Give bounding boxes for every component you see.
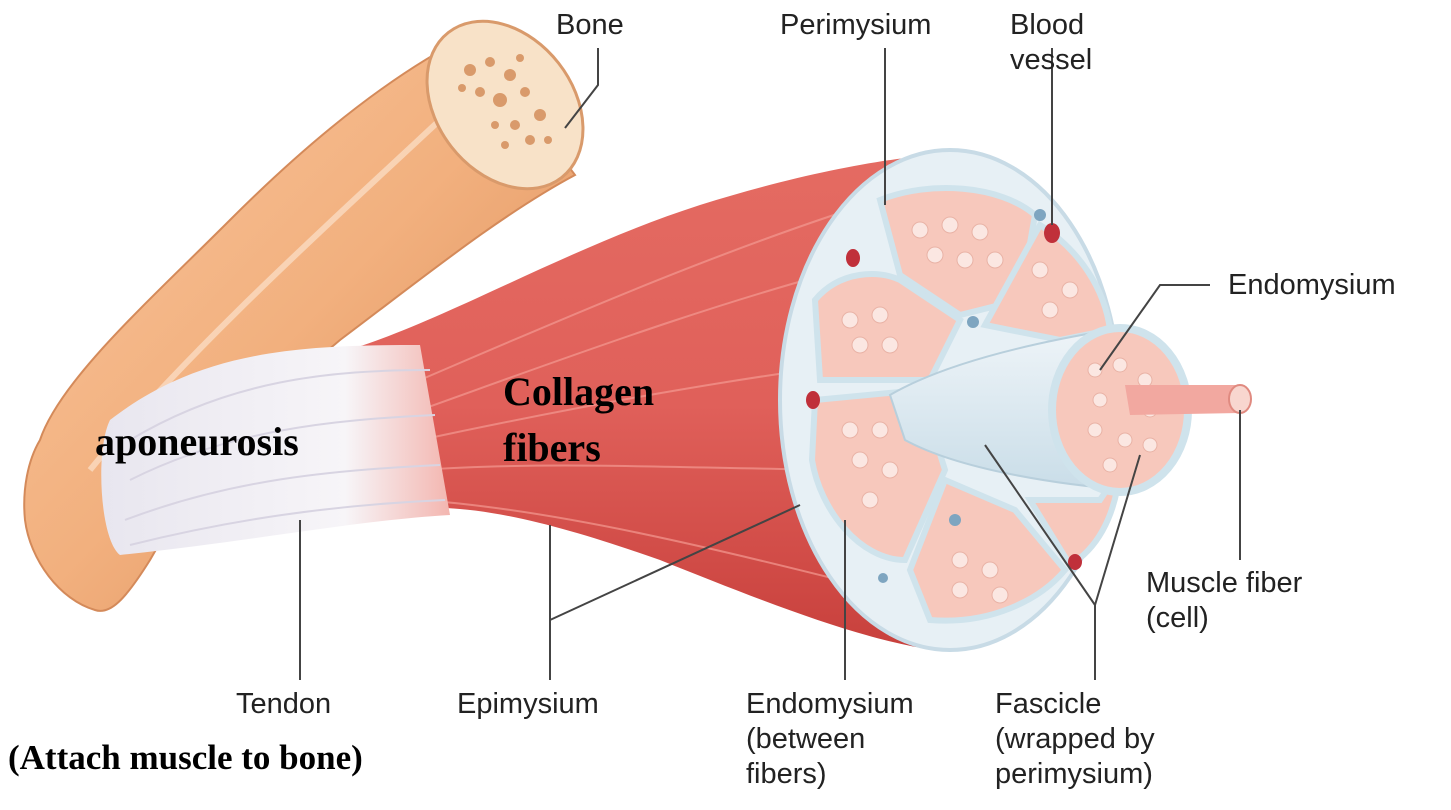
label-endomysium-bottom-line2: (between [746,722,865,756]
label-muscle-fiber-line1: Muscle fiber [1146,566,1302,600]
muscle-fiber [1125,385,1251,415]
label-tendon: Tendon [236,687,331,721]
label-endomysium-right: Endomysium [1228,268,1396,302]
label-epimysium: Epimysium [457,687,599,721]
annotation-collagen-line1: Collagen [503,368,654,415]
label-blood-vessel-line1: Blood [1010,8,1084,42]
label-muscle-fiber-line2: (cell) [1146,601,1209,635]
label-bone: Bone [556,8,624,42]
label-fascicle-line1: Fascicle [995,687,1101,721]
label-blood-vessel-line2: vessel [1010,43,1092,77]
label-fascicle-line3: perimysium) [995,757,1153,791]
label-perimysium: Perimysium [780,8,931,42]
label-endomysium-bottom-line1: Endomysium [746,687,914,721]
label-endomysium-bottom-line3: fibers) [746,757,827,791]
label-fascicle-line2: (wrapped by [995,722,1155,756]
annotation-aponeurosis: aponeurosis [95,418,299,465]
annotation-collagen-line2: fibers [503,424,601,471]
annotation-attach: (Attach muscle to bone) [8,738,363,778]
